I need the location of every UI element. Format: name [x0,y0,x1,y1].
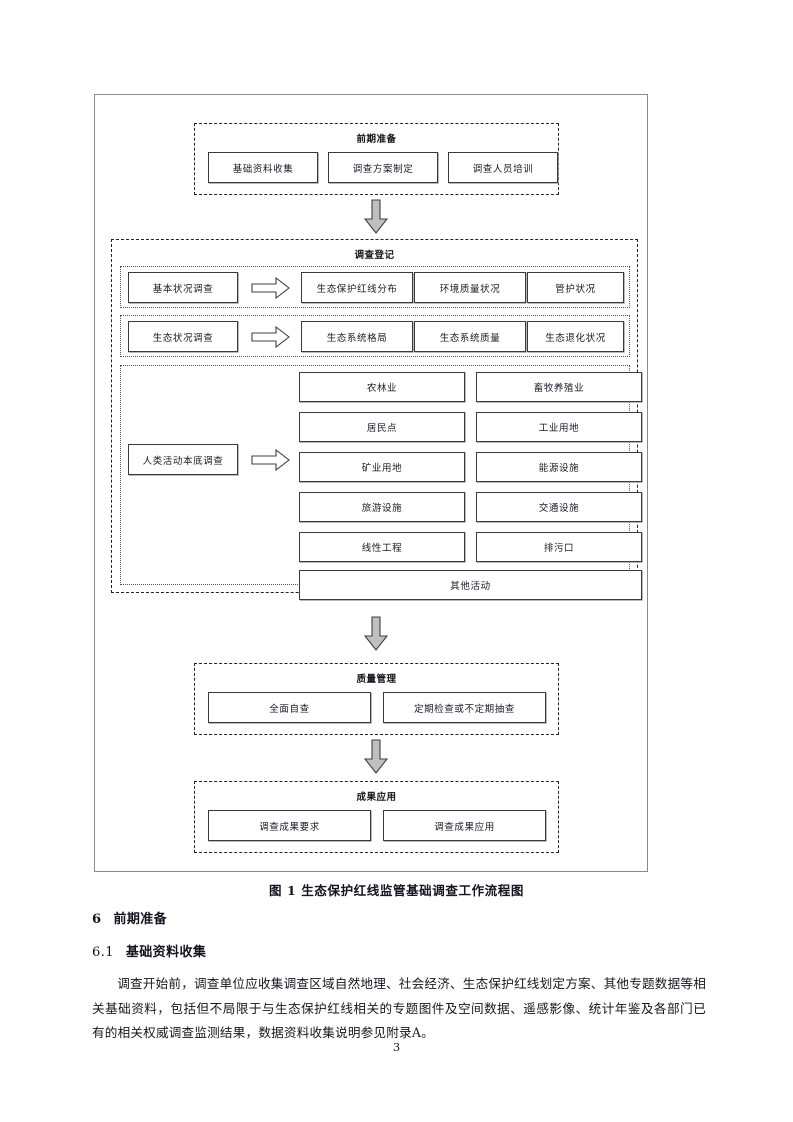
node-industrial-land[interactable]: 工业用地 [476,412,642,442]
heading-section-6-1-number: 6.1 [92,945,114,960]
node-basic-data-collection[interactable]: 基础资料收集 [208,152,318,183]
arrow-right-block-icon [251,448,291,472]
node-ecological-status-survey[interactable]: 生态状况调查 [128,321,238,352]
node-mining-land[interactable]: 矿业用地 [299,452,465,482]
node-ecosystem-quality[interactable]: 生态系统质量 [414,321,526,352]
node-tourism-facility[interactable]: 旅游设施 [299,492,465,522]
section-results-application: 成果应用 调查成果要求 调查成果应用 [194,781,559,853]
figure-caption: 图 1 生态保护红线监管基础调查工作流程图 [268,883,524,898]
arrow-down-block-icon [363,199,389,235]
node-energy-facility[interactable]: 能源设施 [476,452,642,482]
arrow-right-block-icon [251,276,291,300]
node-basic-status-survey[interactable]: 基本状况调查 [128,272,238,303]
node-environmental-quality-status[interactable]: 环境质量状况 [414,272,526,303]
node-periodic-or-random-inspection[interactable]: 定期检查或不定期抽查 [383,692,546,723]
body-paragraph: 调查开始前，调查单位应收集调查区域自然地理、社会经济、生态保护红线划定方案、其他… [92,976,706,1041]
document-body: 6 前期准备 6.1 基础资料收集 调查开始前，调查单位应收集调查区域自然地理、社会… [92,908,706,1046]
section-quality-management: 质量管理 全面自查 定期检查或不定期抽查 [194,663,559,735]
heading-section-6-text: 前期准备 [113,912,168,927]
node-ecological-redline-distribution[interactable]: 生态保护红线分布 [301,272,413,303]
node-other-activities[interactable]: 其他活动 [299,570,642,600]
node-sewage-outlet[interactable]: 排污口 [476,532,642,562]
node-transportation-facility[interactable]: 交通设施 [476,492,642,522]
heading-section-6-1: 6.1 基础资料收集 [92,941,706,960]
subsection-human-activity-survey: 人类活动本底调查 农林业 畜牧养殖业 居民点 工业用地 矿业用地 能源设施 旅游… [120,365,642,600]
heading-section-6: 6 前期准备 [92,908,706,927]
figure-outer-frame: 前期准备 基础资料收集 调查方案制定 调查人员培训 调查登记 基本状况调查 生态… [94,94,648,872]
node-ecological-degradation-status[interactable]: 生态退化状况 [527,321,624,352]
node-residential-area[interactable]: 居民点 [299,412,465,442]
node-survey-results-requirements[interactable]: 调查成果要求 [208,810,371,841]
node-management-protection-status[interactable]: 管护状况 [527,272,624,303]
section-title-quality-management: 质量管理 [356,674,397,685]
section-title-results-application: 成果应用 [356,792,397,803]
heading-section-6-number: 6 [92,912,102,927]
arrow-down-block-icon [363,739,389,775]
node-livestock-aquaculture[interactable]: 畜牧养殖业 [476,372,642,402]
section-survey-registration: 调查登记 基本状况调查 生态保护红线分布 环境质量状况 管护状况 生态状况调查 … [111,239,642,600]
arrow-down-block-icon [363,616,389,652]
node-survey-plan-formulation[interactable]: 调查方案制定 [328,152,438,183]
node-surveyor-training[interactable]: 调查人员培训 [448,152,558,183]
subsection-ecological-status-survey: 生态状况调查 生态系统格局 生态系统质量 生态退化状况 [120,315,630,357]
page-number: 3 [392,1040,401,1054]
section-title-preliminary-preparation: 前期准备 [356,134,397,145]
heading-section-6-1-text: 基础资料收集 [125,945,207,960]
node-comprehensive-self-inspection[interactable]: 全面自查 [208,692,371,723]
node-linear-engineering[interactable]: 线性工程 [299,532,465,562]
node-agriculture-forestry[interactable]: 农林业 [299,372,465,402]
section-preliminary-preparation: 前期准备 基础资料收集 调查方案制定 调查人员培训 [194,123,559,195]
subsection-basic-status-survey: 基本状况调查 生态保护红线分布 环境质量状况 管护状况 [120,266,630,308]
section-title-survey-registration: 调查登记 [354,250,395,261]
node-human-activity-baseline-survey[interactable]: 人类活动本底调查 [128,444,238,475]
node-ecosystem-pattern[interactable]: 生态系统格局 [301,321,413,352]
node-survey-results-application[interactable]: 调查成果应用 [383,810,546,841]
arrow-right-block-icon [251,325,291,349]
